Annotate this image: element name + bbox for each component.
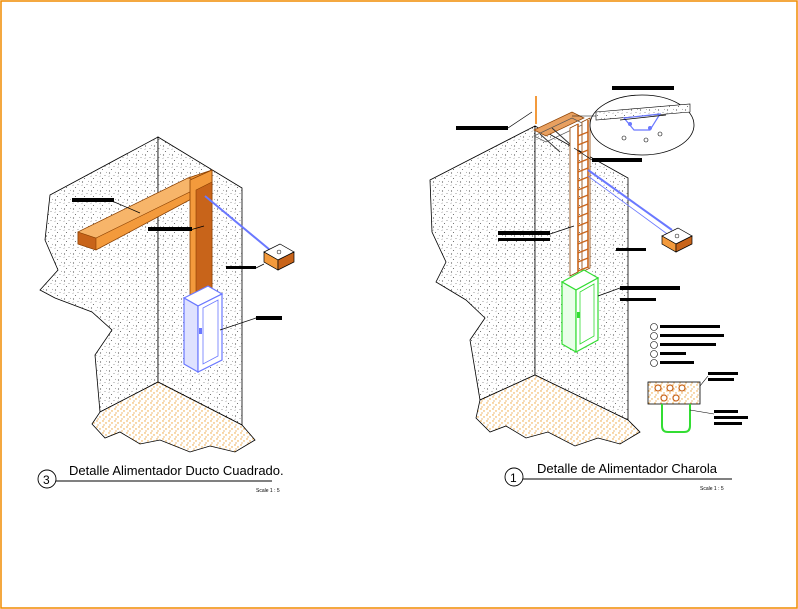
floor-slab [475, 374, 641, 447]
detail-3-drawing: 3 Detalle Alimentador Ducto Cuadrado. Sc… [37, 136, 295, 494]
label-junction-box [226, 263, 265, 269]
detail-scale: Scale 1 : 5 [256, 488, 280, 494]
tray-rung [577, 248, 589, 254]
tray-rung [577, 257, 589, 263]
tray-rung [577, 149, 589, 155]
detail-1-drawing: 1 Detalle de Alimentador Charola Scale 1… [429, 86, 748, 492]
detail-number-circle [37, 469, 57, 489]
label-bracket [573, 147, 642, 162]
detail-scale: Scale 1 : 5 [700, 486, 724, 492]
tray-rung [577, 176, 589, 182]
wall-left-face [39, 136, 159, 413]
tray-rung [577, 230, 589, 236]
detail-number: 3 [43, 473, 50, 487]
label-duct [72, 198, 141, 214]
legend-list [650, 323, 724, 367]
junction-box-icon [263, 243, 295, 271]
tray-rung [577, 194, 589, 200]
label-junction-box [616, 248, 646, 251]
label-ladder-tray [498, 225, 575, 241]
junction-box-icon [661, 227, 693, 253]
cable-tray-icon [533, 111, 591, 277]
label-panel [597, 286, 680, 301]
label-vertical-duct [148, 225, 205, 231]
detail-1-title-block: 1 Detalle de Alimentador Charola Scale 1… [504, 461, 732, 492]
floor-slab [91, 381, 256, 453]
detail-3-title-block: 3 Detalle Alimentador Ducto Cuadrado. Sc… [37, 463, 284, 494]
conduit-line [587, 169, 673, 231]
tray-section-detail [647, 372, 748, 433]
label-panel [219, 316, 282, 331]
tray-rung [577, 167, 589, 173]
electrical-panel-icon [182, 285, 224, 374]
electrical-panel-icon [560, 269, 600, 354]
conduit-line [204, 195, 271, 251]
tray-rung [577, 158, 589, 164]
ceiling-detail-bubble-icon [572, 94, 695, 156]
tray-rung [577, 203, 589, 209]
tray-rung [577, 140, 589, 146]
detail-number: 1 [510, 471, 517, 485]
label-top [612, 86, 674, 90]
tray-rung [577, 266, 589, 272]
detail-number-circle [504, 467, 524, 487]
tray-rung [577, 212, 589, 218]
tray-rung [577, 239, 589, 245]
tray-rung [577, 131, 589, 137]
label-hanger [456, 111, 533, 130]
detail-title: Detalle Alimentador Ducto Cuadrado. [69, 463, 284, 478]
tray-rung [577, 185, 589, 191]
tray-rung [577, 221, 589, 227]
tray-rungs [577, 131, 589, 272]
detail-title: Detalle de Alimentador Charola [537, 461, 718, 476]
wall-left-face [429, 125, 536, 401]
